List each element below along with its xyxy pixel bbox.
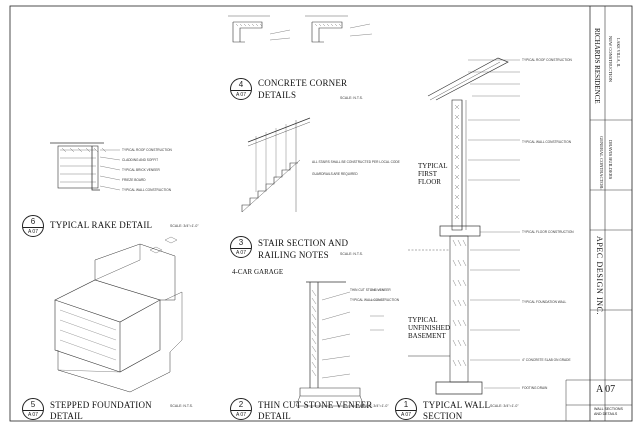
detail-6-title: TYPICAL RAKE DETAIL: [50, 220, 153, 230]
first-floor-label-1: TYPICAL: [418, 162, 448, 170]
detail-sheet: A 07: [231, 90, 251, 98]
wall-note-4: TYPICAL FOUNDATION WALL: [522, 300, 567, 304]
wall-note-5: 4" CONCRETE SLAB ON GRADE: [522, 358, 571, 362]
detail-3-title-line1: STAIR SECTION AND: [258, 238, 349, 248]
detail-3-drawing: [241, 117, 311, 213]
title-block-frame: [565, 6, 632, 421]
detail-1-drawing: [408, 57, 520, 395]
detail-3-bubble: 3 A 07: [230, 236, 252, 258]
garage-label: 4-CAR GARAGE: [232, 268, 284, 276]
wall-note-6: FOOTING DRAIN: [522, 386, 548, 390]
detail-5-title-line1: STEPPED FOUNDATION: [50, 400, 152, 410]
detail-number: 6: [30, 217, 36, 226]
project-location: NEW CONSTRUCTION: [608, 36, 613, 83]
detail-4-scale: SCALE: N.T.S.: [340, 96, 363, 100]
firm-name: APEC DESIGN INC.: [595, 236, 604, 316]
detail-5-bubble: 5 A 07: [22, 398, 44, 420]
detail-1-title-line2: SECTION: [423, 411, 463, 421]
basement-label-1: TYPICAL: [408, 316, 438, 324]
detail-6-scale: SCALE: 3/4"=1'-0": [170, 224, 199, 228]
detail-1-bubble: 1 A 07: [395, 398, 417, 420]
detail-3-scale: SCALE: N.T.S.: [340, 252, 363, 256]
detail-number: 5: [30, 400, 36, 409]
sheet-title: WALL SECTIONS: [594, 407, 623, 411]
rake-note-1: TYPICAL ROOF CONSTRUCTION: [122, 148, 172, 152]
rake-note-4: FRIEZE BOARD: [122, 178, 146, 182]
detail-number: 1: [403, 400, 409, 409]
detail-sheet: A 07: [231, 410, 251, 418]
project-name: RICHARDS RESIDENCE: [593, 28, 601, 104]
wall-note-3: TYPICAL WALL CONSTRUCTION: [522, 140, 572, 144]
detail-4-title-line2: DETAILS: [258, 90, 297, 100]
stair-note-2: GUARDRAILS ARE REQUIRED: [312, 172, 358, 176]
detail-1-title-line1: TYPICAL WALL: [423, 400, 491, 410]
contractor-name: DRAVIS BUILDERS: [608, 140, 613, 180]
stone-note-2: TYPICAL WALL CONSTRUCTION: [350, 298, 400, 302]
detail-sheet: A 07: [23, 410, 43, 418]
detail-5-scale: SCALE: N.T.S.: [170, 404, 193, 408]
first-floor-label-3: FLOOR: [418, 178, 441, 186]
wall-note-2: TYPICAL FLOOR CONSTRUCTION: [522, 230, 574, 234]
detail-2-bubble: 2 A 07: [230, 398, 252, 420]
detail-sheet: A 07: [231, 248, 251, 256]
detail-3-title-line2: RAILING NOTES: [258, 250, 329, 260]
detail-2-title-line2: DETAIL: [258, 411, 291, 421]
detail-4-title-line1: CONCRETE CORNER: [258, 78, 348, 88]
detail-2-title-line1: THIN CUT STONE VENEER: [258, 400, 373, 410]
wall-note-1: TYPICAL ROOF CONSTRUCTION: [522, 58, 572, 62]
detail-4-drawing: [228, 15, 373, 43]
detail-6-drawing: [50, 142, 121, 191]
detail-sheet: A 07: [23, 227, 43, 235]
detail-number: 4: [238, 80, 244, 89]
basement-label-2: UNFINISHED: [408, 324, 450, 332]
detail-number: 2: [238, 400, 244, 409]
detail-sheet: A 07: [396, 410, 416, 418]
rake-note-2: CLADDING AND SOFFIT: [122, 158, 159, 162]
detail-2-drawing: [295, 281, 384, 407]
detail-4-bubble: 4 A 07: [230, 78, 252, 100]
stone-note-1: THIN CUT STONE VENEER: [350, 288, 391, 292]
detail-5-title-line2: DETAIL: [50, 411, 83, 421]
contractor-label: GENERAL CONTRACTOR:: [599, 136, 604, 190]
detail-2-scale: SCALE: 3/4"=1'-0": [360, 404, 389, 408]
sheet-number: A 07: [596, 384, 616, 395]
detail-6-bubble: 6 A 07: [22, 215, 44, 237]
detail-5-drawing: [54, 236, 183, 393]
rake-note-5: TYPICAL WALL CONSTRUCTION: [122, 188, 172, 192]
detail-number: 3: [238, 238, 244, 247]
stair-note-1: ALL STAIRS SHALL BE CONSTRUCTED PER LOCA…: [312, 160, 400, 164]
detail-1-scale: SCALE: 3/4"=1'-0": [490, 404, 519, 408]
first-floor-label-2: FIRST: [418, 170, 438, 178]
rake-note-3: TYPICAL BRICK VENEER: [122, 168, 160, 172]
project-city: LAKE VILLA, IL: [616, 38, 621, 68]
basement-label-3: BASEMENT: [408, 332, 446, 340]
sheet-title-2: AND DETAILS: [594, 412, 618, 416]
